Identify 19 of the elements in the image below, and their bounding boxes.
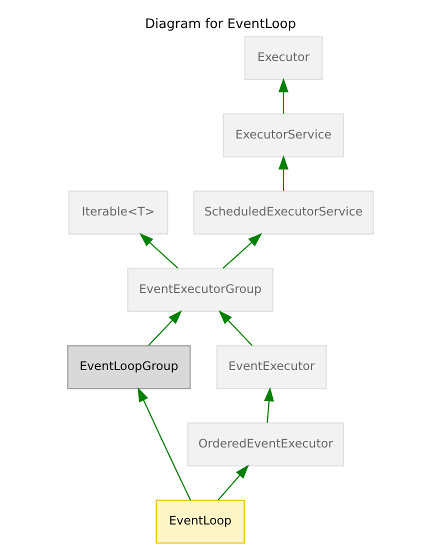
node-box: EventExecutorGroup [127,268,274,312]
node-box: EventExecutor [216,345,327,390]
arrow [222,233,262,269]
arrow [138,387,192,501]
node-box: EventLoopGroup [67,345,191,390]
node-box: Executor [244,36,323,80]
node-box: EventLoop [156,500,245,544]
arrow [264,386,274,423]
arrow [148,310,182,346]
arrow [278,78,288,114]
arrow [218,464,250,500]
node-box: ScheduledExecutorService [193,190,374,235]
node-box: Iterable<T> [68,190,168,235]
arrow [218,310,253,346]
diagram-title: Diagram for EventLoop [144,17,296,32]
node-box: ExecutorService [222,113,344,158]
node-box: OrderedEventExecutor [187,422,344,466]
arrow [139,233,178,269]
arrow [278,155,288,191]
